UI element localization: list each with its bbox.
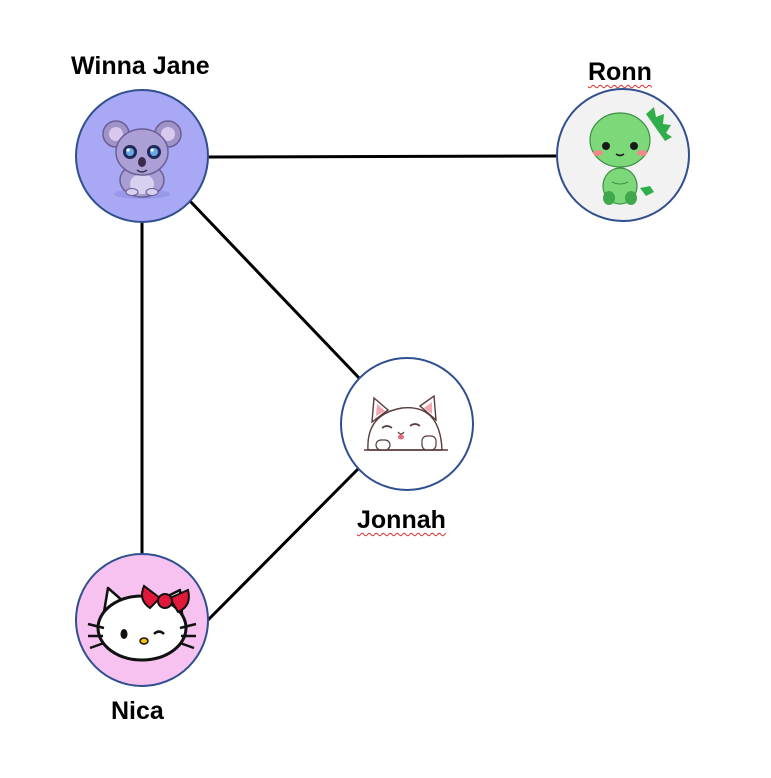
node-winna-jane[interactable] <box>75 89 209 223</box>
cat-icon <box>364 394 448 451</box>
node-jonnah[interactable] <box>340 357 474 491</box>
node-ronn[interactable] <box>556 88 690 222</box>
edges-layer <box>140 154 558 622</box>
node-label-winna-jane: Winna Jane <box>71 52 210 80</box>
node-nica[interactable] <box>75 553 209 687</box>
edge-winna-jonnah <box>187 198 363 382</box>
dinosaur-icon <box>589 107 672 205</box>
red-bow-icon <box>141 584 190 614</box>
koala-icon <box>102 120 182 199</box>
edge-winna-ronn <box>207 154 558 159</box>
edge-jonnah-nica <box>206 465 362 622</box>
hello-kitty-icon <box>87 584 197 662</box>
node-label-nica: Nica <box>111 697 164 725</box>
node-label-jonnah: Jonnah <box>357 506 446 534</box>
node-label-ronn: Ronn <box>588 58 652 86</box>
